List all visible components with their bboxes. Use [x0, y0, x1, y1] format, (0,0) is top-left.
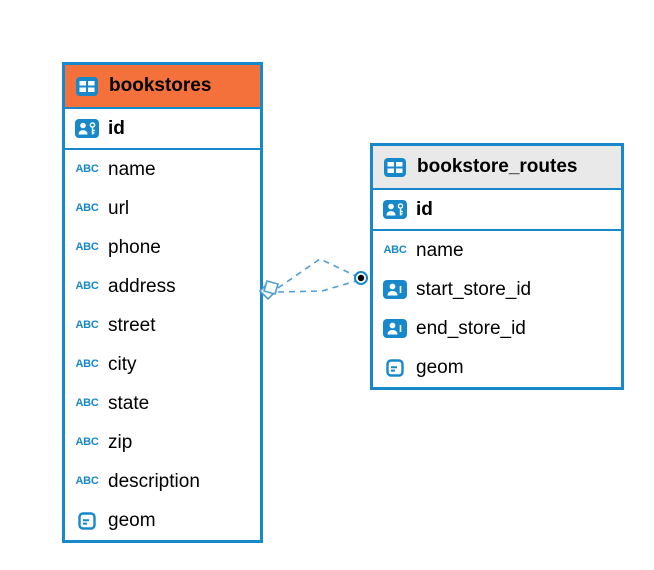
text-type-icon: ABC: [75, 358, 99, 370]
geometry-type-icon: [73, 511, 101, 530]
text-type-icon: ABC: [383, 244, 407, 256]
dot-marker-ring: [354, 271, 368, 285]
column-row[interactable]: ABC street: [65, 306, 260, 345]
column-row[interactable]: ABC name: [65, 150, 260, 189]
column-row-pk[interactable]: id: [65, 109, 260, 150]
column-name: phone: [108, 237, 161, 258]
column-name: city: [108, 354, 137, 375]
table-header[interactable]: bookstore_routes: [373, 146, 621, 190]
column-name: address: [108, 276, 176, 297]
column-row[interactable]: ABC zip: [65, 423, 260, 462]
column-row[interactable]: ABC description: [65, 462, 260, 501]
relationship-line-lower[interactable]: [277, 280, 357, 293]
table-header[interactable]: bookstores: [65, 65, 260, 109]
table-icon: [381, 157, 409, 177]
column-name: zip: [108, 432, 133, 453]
text-type-icon: ABC: [75, 436, 99, 448]
table-bookstore-routes[interactable]: bookstore_routes id ABC name: [370, 143, 624, 390]
text-type-icon: ABC: [75, 319, 99, 331]
geometry-type-icon: [381, 358, 409, 377]
table-title: bookstore_routes: [417, 156, 578, 177]
text-type-icon: ABC: [75, 202, 99, 214]
text-type-icon: ABC: [75, 241, 99, 253]
table-icon: [73, 76, 101, 96]
reference-type-icon: [381, 319, 409, 338]
column-row[interactable]: ABC state: [65, 384, 260, 423]
column-name: geom: [108, 510, 156, 531]
text-type-icon: ABC: [75, 397, 99, 409]
table-bookstores[interactable]: bookstores id ABC name ABC url ABC: [62, 62, 263, 543]
column-name: geom: [416, 357, 464, 378]
column-name: state: [108, 393, 150, 414]
column-row[interactable]: geom: [65, 501, 260, 540]
column-row[interactable]: start_store_id: [373, 270, 621, 309]
column-name: url: [108, 198, 130, 219]
column-name: id: [108, 118, 125, 139]
column-name: id: [416, 199, 433, 220]
relationship-line-upper[interactable]: [277, 258, 357, 289]
column-row-pk[interactable]: id: [373, 190, 621, 231]
column-name: start_store_id: [416, 279, 532, 300]
column-row[interactable]: ABC name: [373, 231, 621, 270]
column-row[interactable]: geom: [373, 348, 621, 387]
text-type-icon: ABC: [75, 475, 99, 487]
column-row[interactable]: ABC url: [65, 189, 260, 228]
column-row[interactable]: end_store_id: [373, 309, 621, 348]
text-type-icon: ABC: [75, 163, 99, 175]
column-name: street: [108, 315, 156, 336]
column-row[interactable]: ABC city: [65, 345, 260, 384]
primary-key-icon: [73, 119, 101, 138]
column-name: name: [108, 159, 156, 180]
column-name: end_store_id: [416, 318, 526, 339]
dot-marker: [357, 274, 365, 282]
reference-type-icon: [381, 280, 409, 299]
text-type-icon: ABC: [75, 280, 99, 292]
column-row[interactable]: ABC phone: [65, 228, 260, 267]
column-name: name: [416, 240, 464, 261]
table-title: bookstores: [109, 75, 212, 96]
diamond-marker: [262, 280, 280, 295]
column-row[interactable]: ABC address: [65, 267, 260, 306]
primary-key-icon: [381, 200, 409, 219]
column-name: description: [108, 471, 200, 492]
